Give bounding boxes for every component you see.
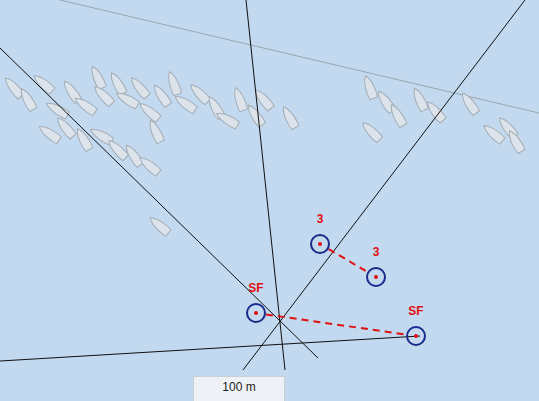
mark-buoy: SF	[401, 304, 431, 348]
scale-bar: 100 m	[193, 376, 285, 401]
boat-icon	[245, 103, 266, 128]
mark-label: SF	[241, 281, 271, 295]
boat-icon	[31, 72, 55, 94]
mark-label: 3	[305, 212, 335, 226]
boat-icon	[388, 102, 408, 127]
boat-icon	[37, 123, 62, 144]
boat-icon	[137, 154, 161, 176]
mark-ring	[308, 232, 332, 256]
bearing-line	[243, 0, 525, 370]
boat-icon	[231, 86, 248, 112]
mark-label: 3	[361, 245, 391, 259]
boat-icon	[137, 100, 161, 122]
boat-icon	[74, 126, 94, 151]
boat-icon	[506, 128, 526, 153]
boat-icon	[459, 91, 480, 116]
boat-icon	[108, 70, 128, 95]
boat-icon	[360, 120, 383, 143]
boat-icon	[106, 138, 129, 161]
boat-icon	[2, 75, 24, 99]
boat-icon	[214, 110, 239, 130]
mark-line	[266, 314, 406, 334]
mark-ring	[404, 324, 428, 348]
bearing-line	[0, 336, 420, 361]
boat-icon	[18, 86, 38, 111]
boat-icon	[165, 70, 182, 96]
boat-fleet	[2, 64, 525, 236]
mark-line	[329, 249, 368, 272]
boat-icon	[88, 64, 106, 90]
mark-ring	[244, 301, 268, 325]
boat-icon	[424, 99, 446, 123]
boat-icon	[114, 90, 139, 110]
boat-icon	[123, 143, 144, 168]
scale-label: 100 m	[194, 377, 284, 394]
boat-icon	[44, 100, 69, 120]
boat-icon	[128, 75, 150, 99]
boat-icon	[361, 74, 378, 100]
boat-icon	[151, 83, 172, 108]
boat-icon	[73, 95, 98, 116]
bearing-line	[0, 48, 318, 358]
boat-icon	[146, 118, 164, 144]
boat-icon	[280, 104, 300, 129]
boat-icon	[173, 93, 198, 114]
boat-icon	[92, 84, 115, 107]
boat-icon	[147, 214, 171, 236]
mark-label: SF	[401, 304, 431, 318]
mark-buoy: SF	[241, 281, 271, 325]
boat-icon	[410, 86, 428, 112]
mark-ring	[364, 265, 388, 289]
bearing-line	[246, 0, 285, 370]
boat-icon	[188, 82, 211, 105]
mark-buoy: 3	[361, 245, 391, 289]
mark-buoy: 3	[305, 212, 335, 256]
